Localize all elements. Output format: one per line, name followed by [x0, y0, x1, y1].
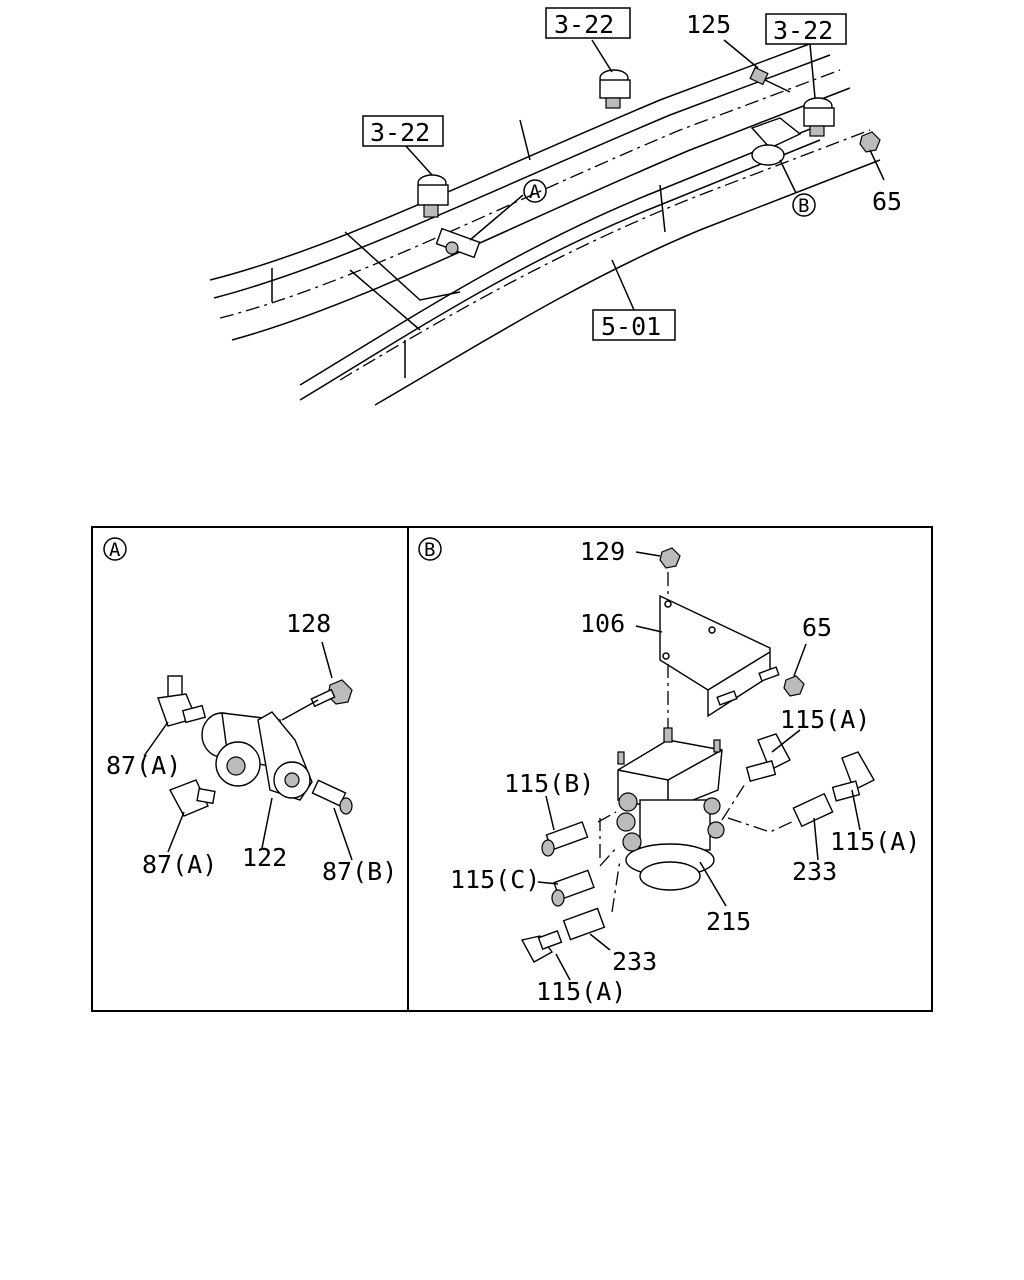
clamp-left: [417, 174, 449, 218]
adapter-233-right: [792, 792, 834, 828]
label-115a-top: 115(A): [780, 705, 870, 734]
ref-5-01: 5-01: [601, 312, 661, 341]
adapter-233-bottom: [562, 907, 606, 941]
panel-a-tag: A: [109, 539, 121, 561]
label-65-top: 65: [872, 187, 902, 216]
label-129: 129: [580, 537, 625, 566]
clamp-right: [803, 97, 835, 137]
label-233-right: 233: [792, 857, 837, 886]
nut-65: [859, 131, 881, 153]
label-125: 125: [686, 10, 731, 39]
label-122: 122: [242, 843, 287, 872]
nut-65: [783, 675, 805, 697]
label-233-bottom: 233: [612, 947, 657, 976]
clamp-mid: [599, 69, 631, 109]
frame-assembly: 3-22 3-22 3-22 5-01 125 65 A B: [209, 7, 902, 406]
label-215: 215: [706, 907, 751, 936]
fitting-87b: [311, 779, 353, 815]
fitting-115b: [541, 821, 589, 857]
bracket-106: [659, 594, 780, 718]
fitting-115a-top: [745, 733, 791, 782]
ref-3-22-right: 3-22: [773, 16, 833, 45]
label-87a-bottom: 87(A): [142, 850, 217, 879]
detail-frame: [91, 526, 933, 1012]
label-115c: 115(C): [450, 865, 540, 894]
label-106: 106: [580, 609, 625, 638]
label-87a-top: 87(A): [106, 751, 181, 780]
bolt-128: [310, 679, 353, 708]
relay-valve-215: [616, 727, 725, 891]
label-115b: 115(B): [504, 769, 594, 798]
fitting-87a-top: [157, 675, 207, 727]
panel-b: B: [418, 537, 920, 1006]
fitting-87a-bottom: [169, 779, 216, 817]
nut-129: [659, 547, 681, 569]
label-115a-right: 115(A): [830, 827, 920, 856]
valve-122: [201, 711, 313, 801]
ref-3-22-left: 3-22: [370, 118, 430, 147]
panel-a: A: [103, 537, 397, 886]
bolt-125: [749, 66, 791, 93]
label-128: 128: [286, 609, 331, 638]
callout-b-icon: B: [798, 195, 809, 217]
valve-a-small: [435, 227, 481, 259]
fitting-115a-bottom: [520, 930, 563, 963]
label-87b: 87(B): [322, 857, 397, 886]
callout-a-icon: A: [529, 181, 541, 203]
ref-3-22-mid: 3-22: [554, 10, 614, 39]
panel-b-tag: B: [424, 539, 435, 561]
label-65-detail: 65: [802, 613, 832, 642]
label-115a-bottom: 115(A): [536, 977, 626, 1006]
bracket-b-small: [750, 117, 802, 166]
fitting-115c: [551, 869, 595, 907]
